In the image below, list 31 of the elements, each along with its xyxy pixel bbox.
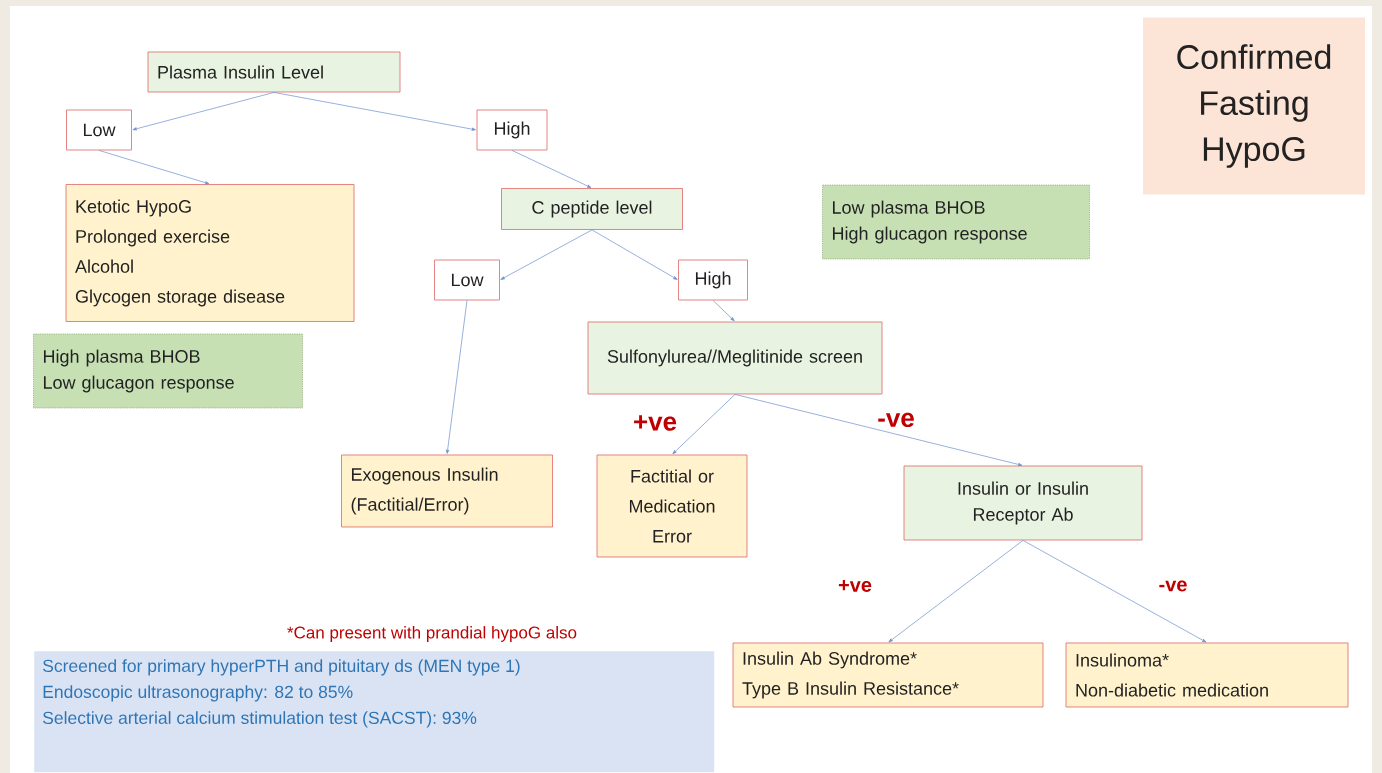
question-box: C peptide level xyxy=(501,188,683,230)
arrow xyxy=(511,150,592,188)
answer-box: Low xyxy=(434,259,500,301)
result-box: Exogenous Insulin (Factitial/Error) xyxy=(341,454,553,528)
answer-box: High xyxy=(476,109,548,151)
arrow xyxy=(500,229,593,280)
note-box: High plasma BHOB Low glucagon response xyxy=(33,333,303,409)
arrow xyxy=(98,150,210,185)
info-box: Screened for primary hyperPTH and pituitary ds (MEN type 1) Endoscopic ultrasonography: 82 to 85% Selective arterial calcium stimulation test (SACST): 93% xyxy=(34,651,715,773)
arrow xyxy=(273,92,476,131)
arrow xyxy=(446,300,468,454)
answer-box: Low xyxy=(66,109,132,151)
question-box: Sulfonylurea//Meglitinide screen xyxy=(587,321,883,395)
arrow xyxy=(132,92,275,131)
arrow xyxy=(1022,540,1207,643)
arrow xyxy=(712,300,735,322)
question-box: Plasma Insulin Level xyxy=(147,51,401,93)
arrow xyxy=(734,394,1023,466)
edge-label: +ve xyxy=(631,414,679,432)
edge-label: +ve xyxy=(837,579,873,593)
result-box: Insulinoma* Non-diabetic medication xyxy=(1065,642,1349,708)
answer-box: High xyxy=(678,259,748,301)
arrow xyxy=(672,394,736,455)
result-box: Insulin Ab Syndrome* Type B Insulin Resistance* xyxy=(732,642,1044,708)
arrow xyxy=(888,540,1024,643)
result-box: Ketotic HypoG Prolonged exercise Alcohol Glycogen storage disease xyxy=(65,184,355,322)
title-box: Confirmed Fasting HypoG xyxy=(1143,17,1365,195)
question-box: Insulin or Insulin Receptor Ab xyxy=(903,465,1143,541)
arrow xyxy=(591,229,678,280)
note-box: Low plasma BHOB High glucagon response xyxy=(822,184,1090,260)
result-box: Factitial or Medication Error xyxy=(596,454,748,558)
